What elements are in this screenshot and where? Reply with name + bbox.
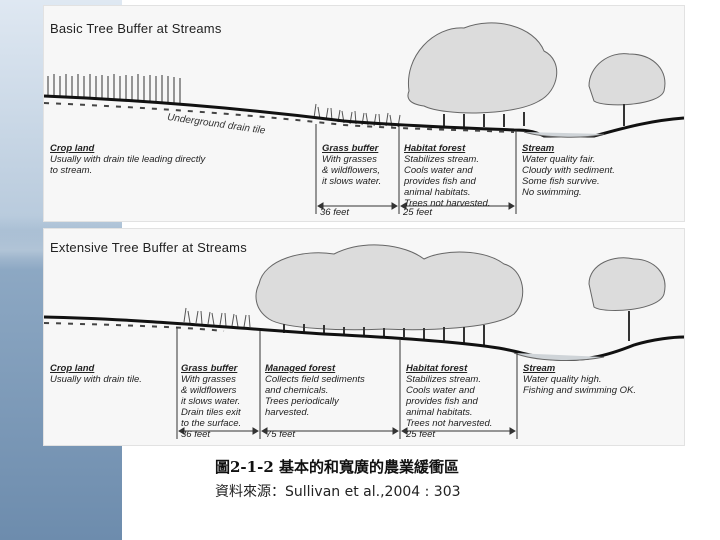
- zone-grass-buffer: Grass buffer With grasses & wildflowers,…: [322, 143, 381, 187]
- zone-title: Stream: [523, 363, 636, 374]
- zone-title: Grass buffer: [322, 143, 381, 154]
- zone-description: Stabilizes stream. Cools water and provi…: [406, 374, 492, 429]
- zone-managed-forest: Managed forest Collects field sediments …: [265, 363, 365, 418]
- width-label-managed: 75 feet: [266, 429, 295, 440]
- zone-title: Crop land: [50, 363, 142, 374]
- zone-description: Collects field sediments and chemicals. …: [265, 374, 365, 418]
- zone-title: Crop land: [50, 143, 205, 154]
- width-label-habitat: 25 feet: [403, 207, 432, 218]
- panel-title: Basic Tree Buffer at Streams: [50, 21, 222, 36]
- zone-description: Stabilizes stream. Cools water and provi…: [404, 154, 490, 209]
- zone-title: Stream: [522, 143, 615, 154]
- zone-stream: Stream Water quality high. Fishing and s…: [523, 363, 636, 396]
- zone-title: Habitat forest: [406, 363, 492, 374]
- zone-stream: Stream Water quality fair. Cloudy with s…: [522, 143, 615, 198]
- caption-title: 圖2-1-2 基本的和寬廣的農業緩衝區: [215, 456, 535, 477]
- width-label-grass: 36 feet: [181, 429, 210, 440]
- figure-caption: 圖2-1-2 基本的和寬廣的農業緩衝區 資料來源：Sullivan et al.…: [215, 456, 535, 501]
- zone-description: With grasses & wildflowers it slows wate…: [181, 374, 241, 429]
- zone-title: Habitat forest: [404, 143, 490, 154]
- zone-habitat-forest: Habitat forest Stabilizes stream. Cools …: [406, 363, 492, 429]
- zone-description: Water quality fair. Cloudy with sediment…: [522, 154, 615, 198]
- width-label-grass: 36 feet: [320, 207, 349, 218]
- zone-description: Water quality high. Fishing and swimming…: [523, 374, 636, 396]
- extensive-buffer-panel: Extensive Tree Buffer at Streams Crop la…: [43, 228, 685, 446]
- zone-description: Usually with drain tile.: [50, 374, 142, 385]
- caption-source: 資料來源：Sullivan et al.,2004 : 303: [215, 481, 535, 501]
- zone-grass-buffer: Grass buffer With grasses & wildflowers …: [181, 363, 241, 429]
- zone-description: Usually with drain tile leading directly…: [50, 154, 205, 176]
- zone-habitat-forest: Habitat forest Stabilizes stream. Cools …: [404, 143, 490, 209]
- zone-title: Managed forest: [265, 363, 365, 374]
- zone-description: With grasses & wildflowers, it slows wat…: [322, 154, 381, 187]
- basic-buffer-panel: Basic Tree Buffer at Streams Underground…: [43, 5, 685, 222]
- zone-crop-land: Crop land Usually with drain tile.: [50, 363, 142, 385]
- width-label-habitat: 25 feet: [406, 429, 435, 440]
- panel-title: Extensive Tree Buffer at Streams: [50, 240, 247, 255]
- zone-crop-land: Crop land Usually with drain tile leadin…: [50, 143, 205, 176]
- zone-title: Grass buffer: [181, 363, 241, 374]
